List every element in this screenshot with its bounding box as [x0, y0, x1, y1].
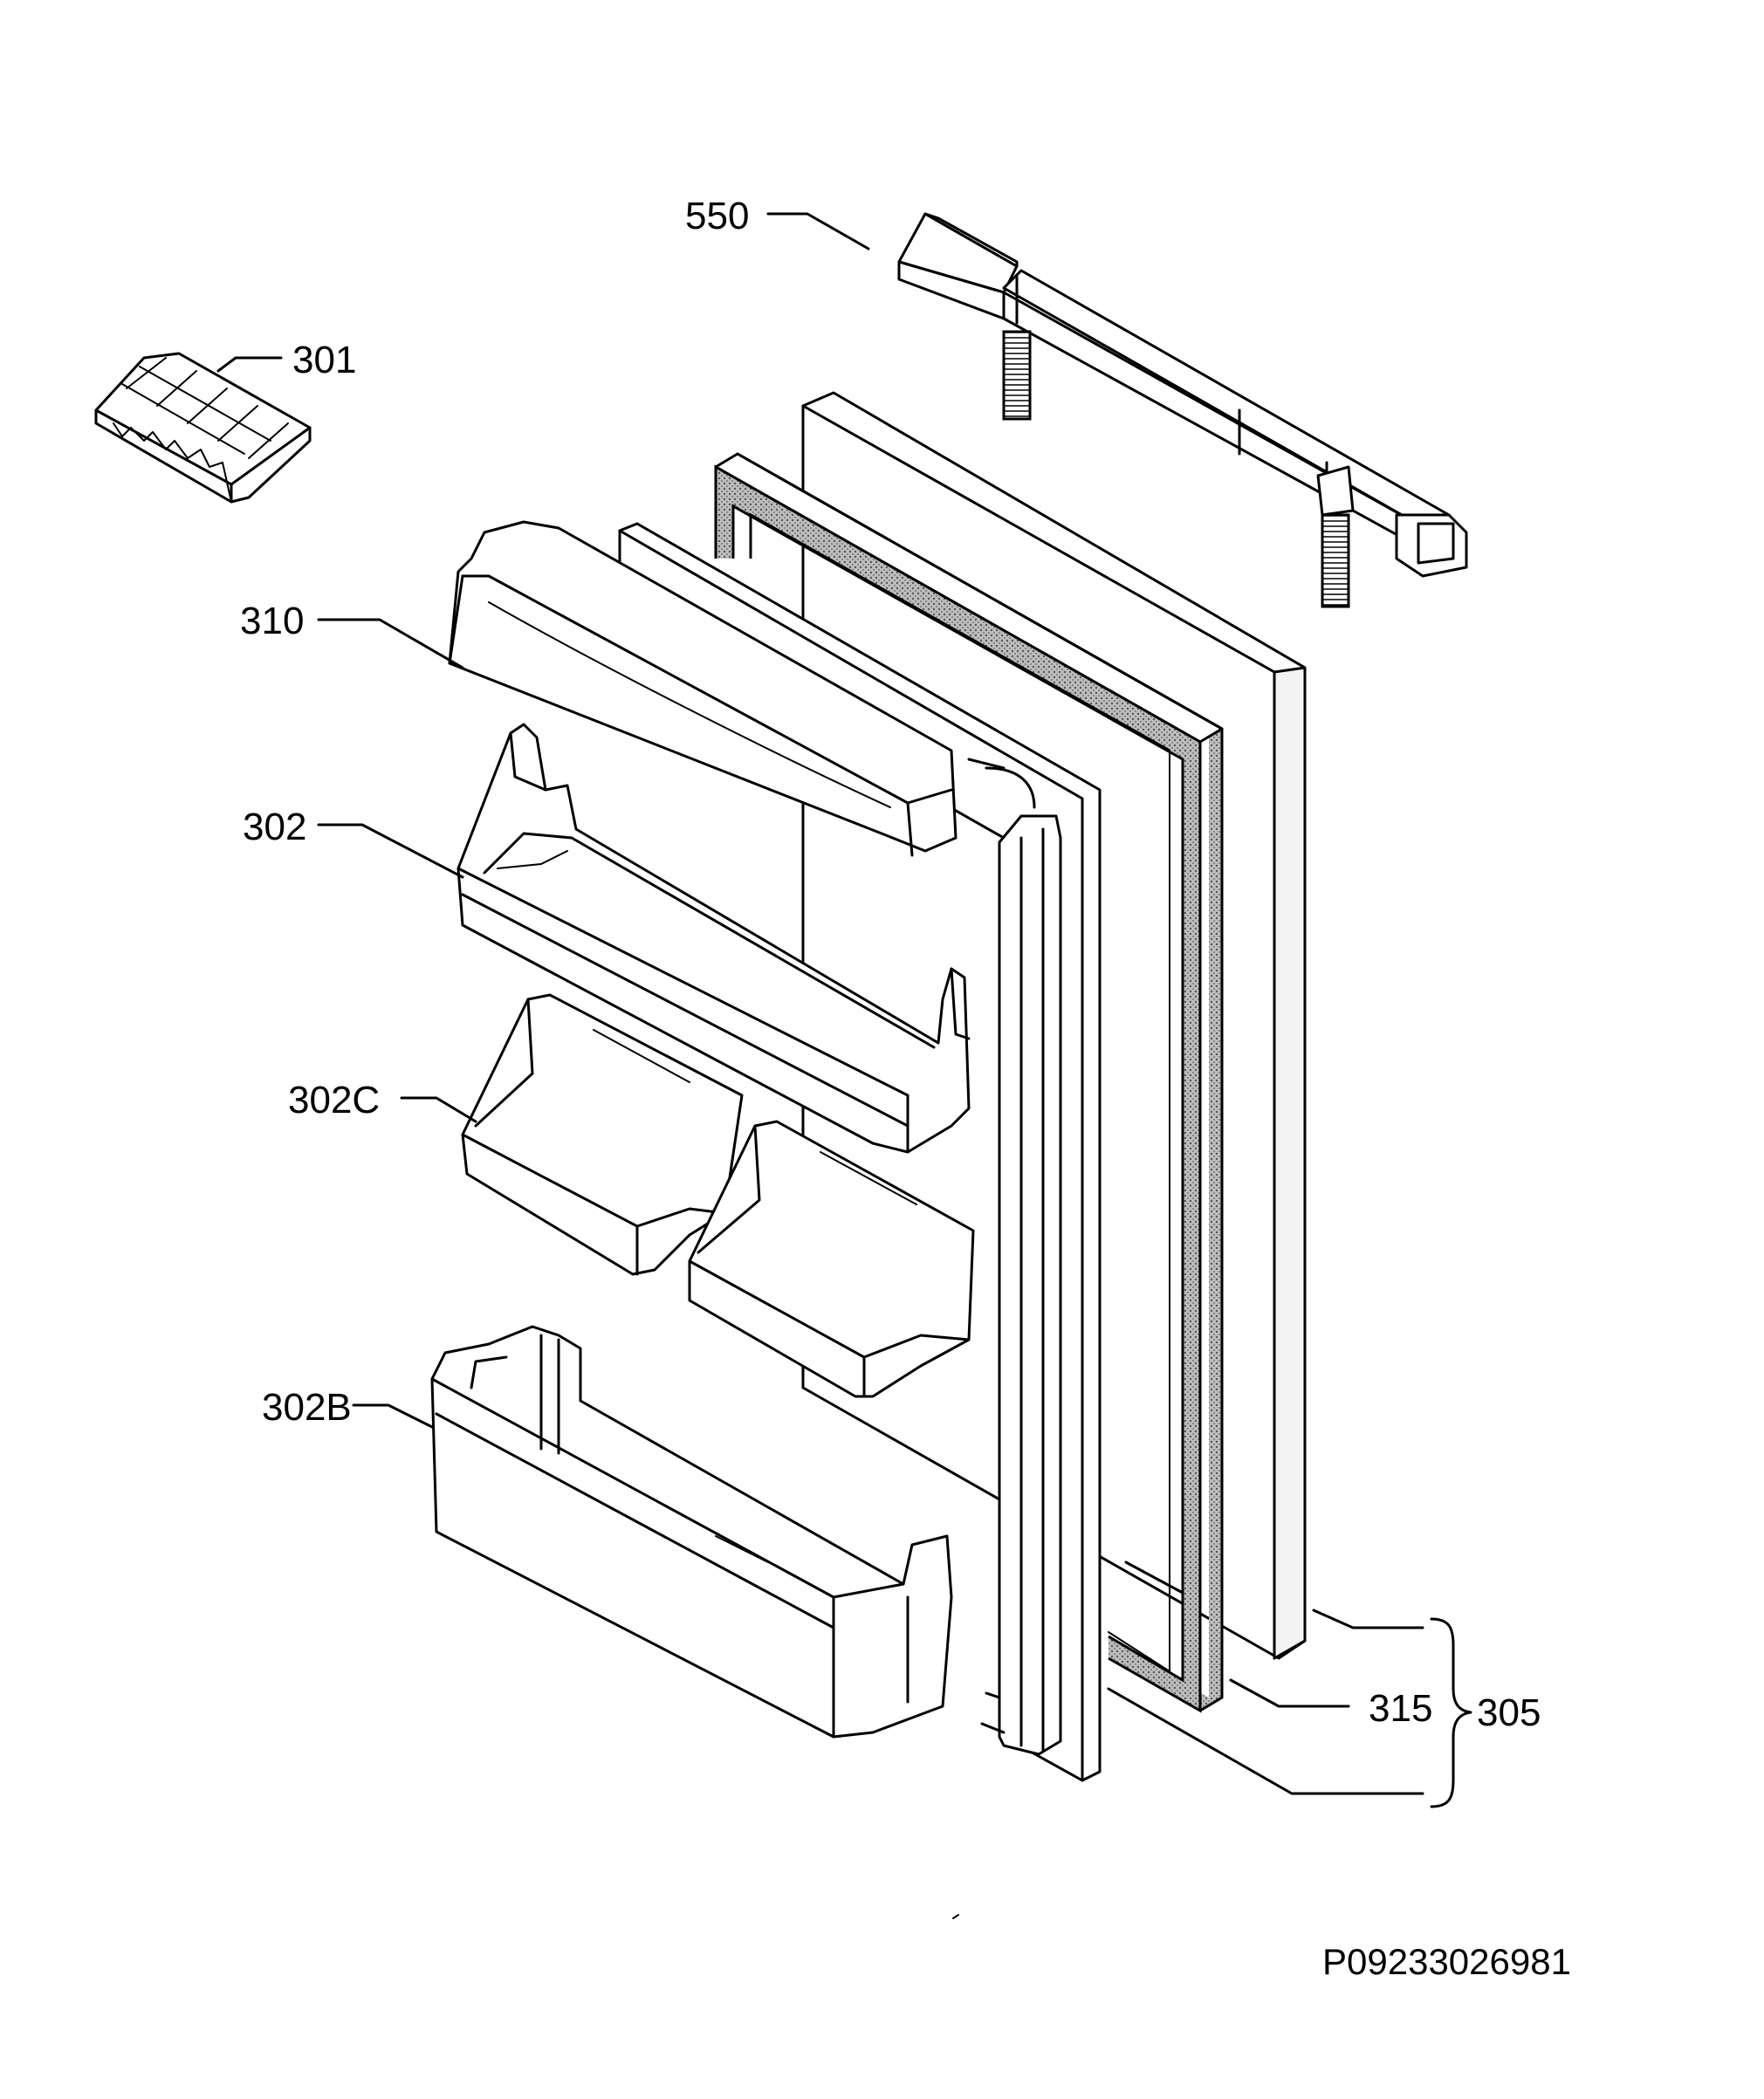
leader-315 — [1229, 1678, 1350, 1708]
label-305: 305 — [1477, 1691, 1541, 1734]
leader-301 — [216, 356, 283, 373]
label-301: 301 — [292, 339, 356, 381]
part-labels: 550 301 310 302 302C 302B 315 305 P09233… — [240, 195, 1571, 1982]
drawing-code: P09233026981 — [1322, 1941, 1571, 1982]
leader-305-top — [1312, 1609, 1424, 1629]
leader-302c — [400, 1096, 477, 1123]
stray-mark — [952, 1914, 959, 1919]
leader-302 — [317, 823, 464, 879]
leader-302b — [352, 1403, 434, 1429]
label-302b: 302B — [262, 1386, 352, 1429]
leader-lines — [216, 212, 1472, 1808]
label-550: 550 — [685, 195, 749, 237]
leader-550 — [766, 212, 870, 250]
egg-tray-part — [461, 993, 975, 1398]
label-302c: 302C — [288, 1079, 380, 1122]
leader-305-bottom — [1107, 1687, 1424, 1795]
top-cover-part — [448, 520, 958, 857]
door-shelf-part — [456, 723, 971, 1154]
bottle-shelf-part — [430, 1325, 953, 1739]
brace-305 — [1430, 1617, 1472, 1808]
hinge-bar-part — [897, 212, 1468, 608]
label-310: 310 — [240, 600, 304, 642]
leader-310 — [317, 618, 464, 669]
label-302: 302 — [243, 806, 306, 848]
label-315: 315 — [1369, 1687, 1432, 1730]
door-gasket-part — [714, 452, 1224, 1713]
inner-liner-part — [618, 522, 1102, 1782]
ice-tray-part — [94, 352, 312, 504]
